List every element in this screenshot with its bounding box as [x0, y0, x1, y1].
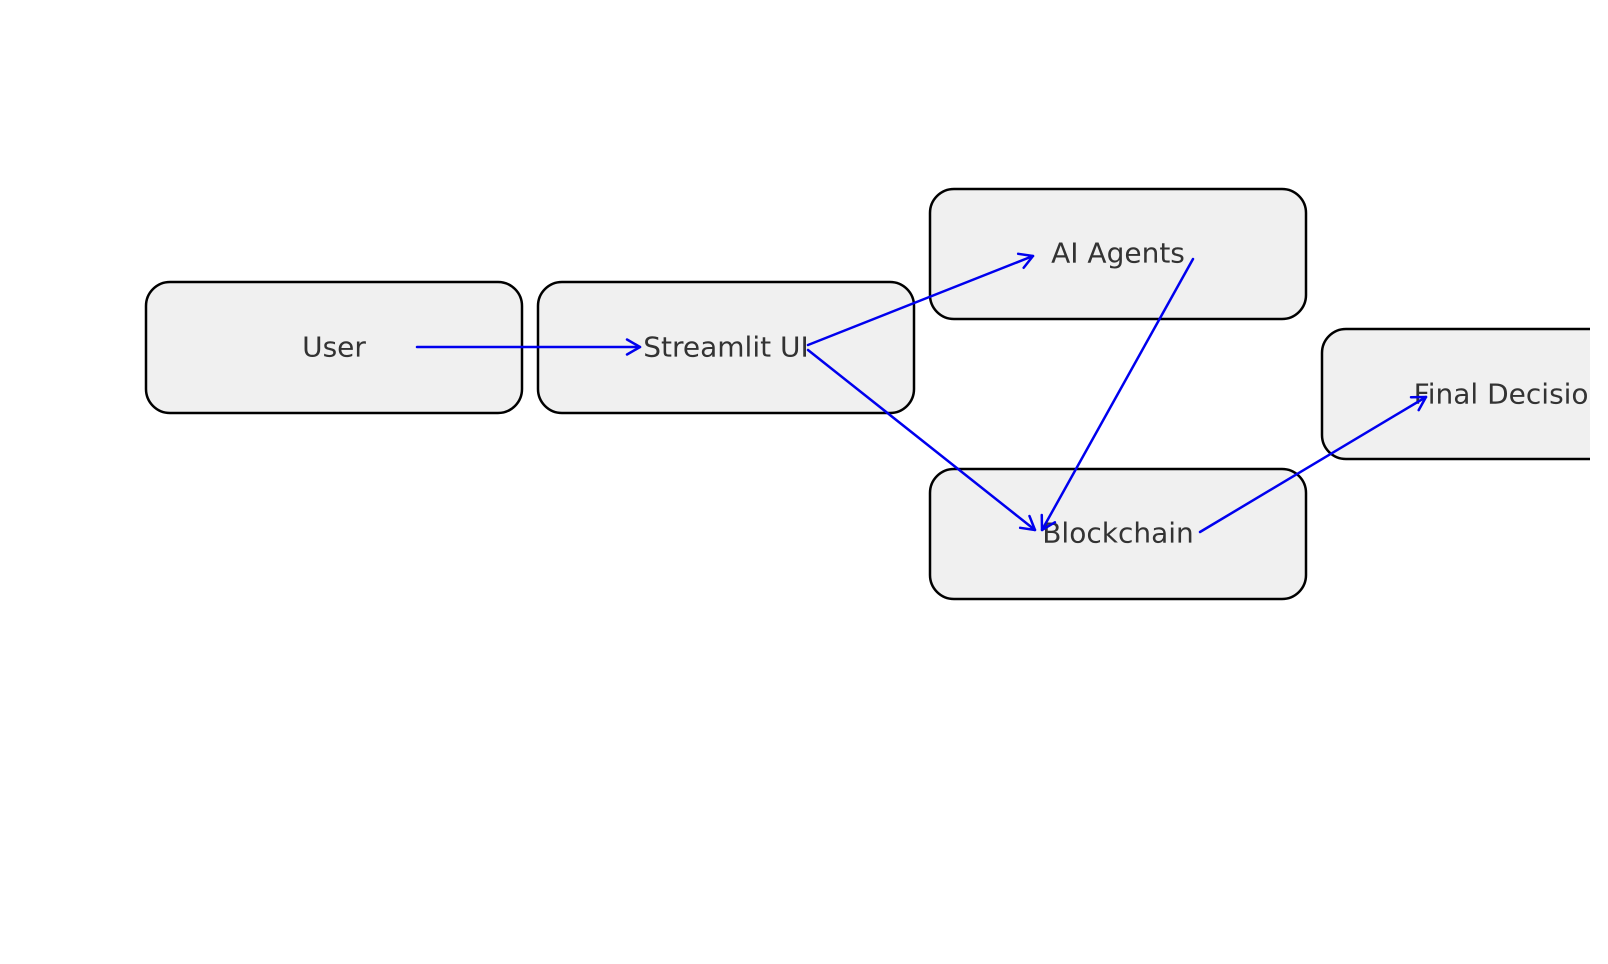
- node-blockchain-label: Blockchain: [1042, 517, 1194, 550]
- arrow-head-icon: [1040, 513, 1057, 532]
- node-user-label: User: [302, 331, 366, 364]
- arrow-head-icon: [1409, 395, 1428, 412]
- node-ai-agents: AI Agents: [928, 187, 1308, 321]
- arrow-line: [806, 254, 1035, 347]
- node-blockchain-box: [928, 467, 1308, 601]
- arrow-streamlit-ui-to-blockchain: [806, 348, 1037, 532]
- arrow-ai-agents-to-blockchain: [1040, 257, 1195, 532]
- arrow-streamlit-ui-to-ai-agents: [806, 252, 1035, 347]
- node-ai-agents-box: [928, 187, 1308, 321]
- arrow-line: [1198, 395, 1428, 534]
- arrow-user-to-streamlit-ui: [415, 338, 642, 356]
- arrow-line: [806, 348, 1037, 532]
- node-streamlit-ui-label: Streamlit UI: [643, 331, 809, 364]
- node-streamlit-ui: Streamlit UI: [536, 280, 916, 415]
- node-final-decision-label: Final Decision: [1414, 378, 1607, 411]
- arrow-head-icon: [625, 338, 642, 356]
- node-ai-agents-label: AI Agents: [1051, 237, 1185, 270]
- arrow-head-icon: [1018, 514, 1037, 532]
- edges-layer: [415, 252, 1428, 534]
- node-final-decision-box: [1320, 327, 1590, 461]
- arrow-line: [1040, 257, 1195, 532]
- node-blockchain: Blockchain: [928, 467, 1308, 601]
- node-final-decision: Final Decision: [1320, 327, 1607, 461]
- arrow-head-icon: [1016, 252, 1035, 270]
- arrow-blockchain-to-final-decision: [1198, 395, 1428, 534]
